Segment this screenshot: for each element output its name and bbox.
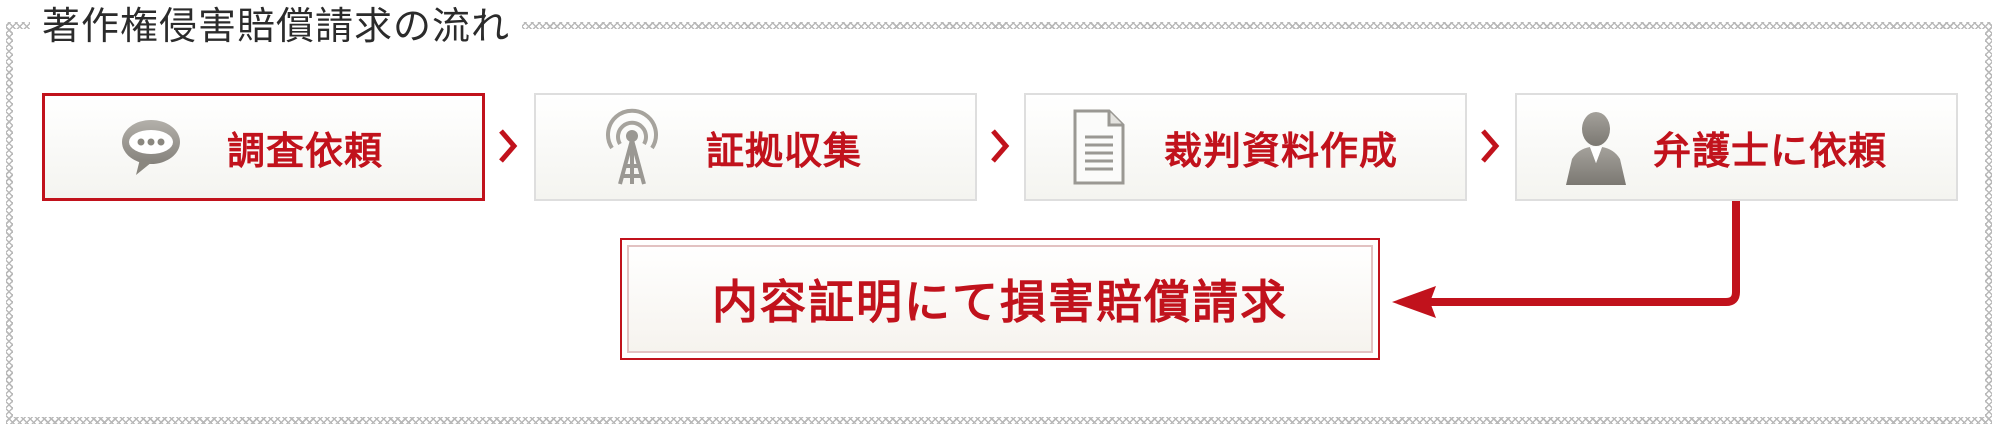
flow-title: 著作権侵害賠償請求の流れ [30,0,523,52]
document-icon [1066,109,1132,185]
step-lawyer-request[interactable]: 弁護士に依頼 [1515,93,1958,201]
step-investigation-request[interactable]: 調査依頼 [42,93,485,201]
step-court-documents[interactable]: 裁判資料作成 [1024,93,1467,201]
step-label: 裁判資料作成 [1164,128,1399,173]
person-icon [1561,107,1631,187]
step-label: 調査依頼 [227,128,384,173]
step-evidence-collection[interactable]: 証拠収集 [534,93,977,201]
antenna-tower-icon [596,108,668,186]
chevron-right-icon [1481,129,1500,163]
result-label: 内容証明にて損害賠償請求 [712,275,1288,329]
step-label: 弁護士に依頼 [1653,128,1888,173]
speech-bubble-icon [115,117,187,177]
chevron-right-icon [991,129,1010,163]
chevron-right-icon [499,129,518,163]
result-box[interactable]: 内容証明にて損害賠償請求 [620,238,1380,360]
step-label: 証拠収集 [706,128,863,173]
